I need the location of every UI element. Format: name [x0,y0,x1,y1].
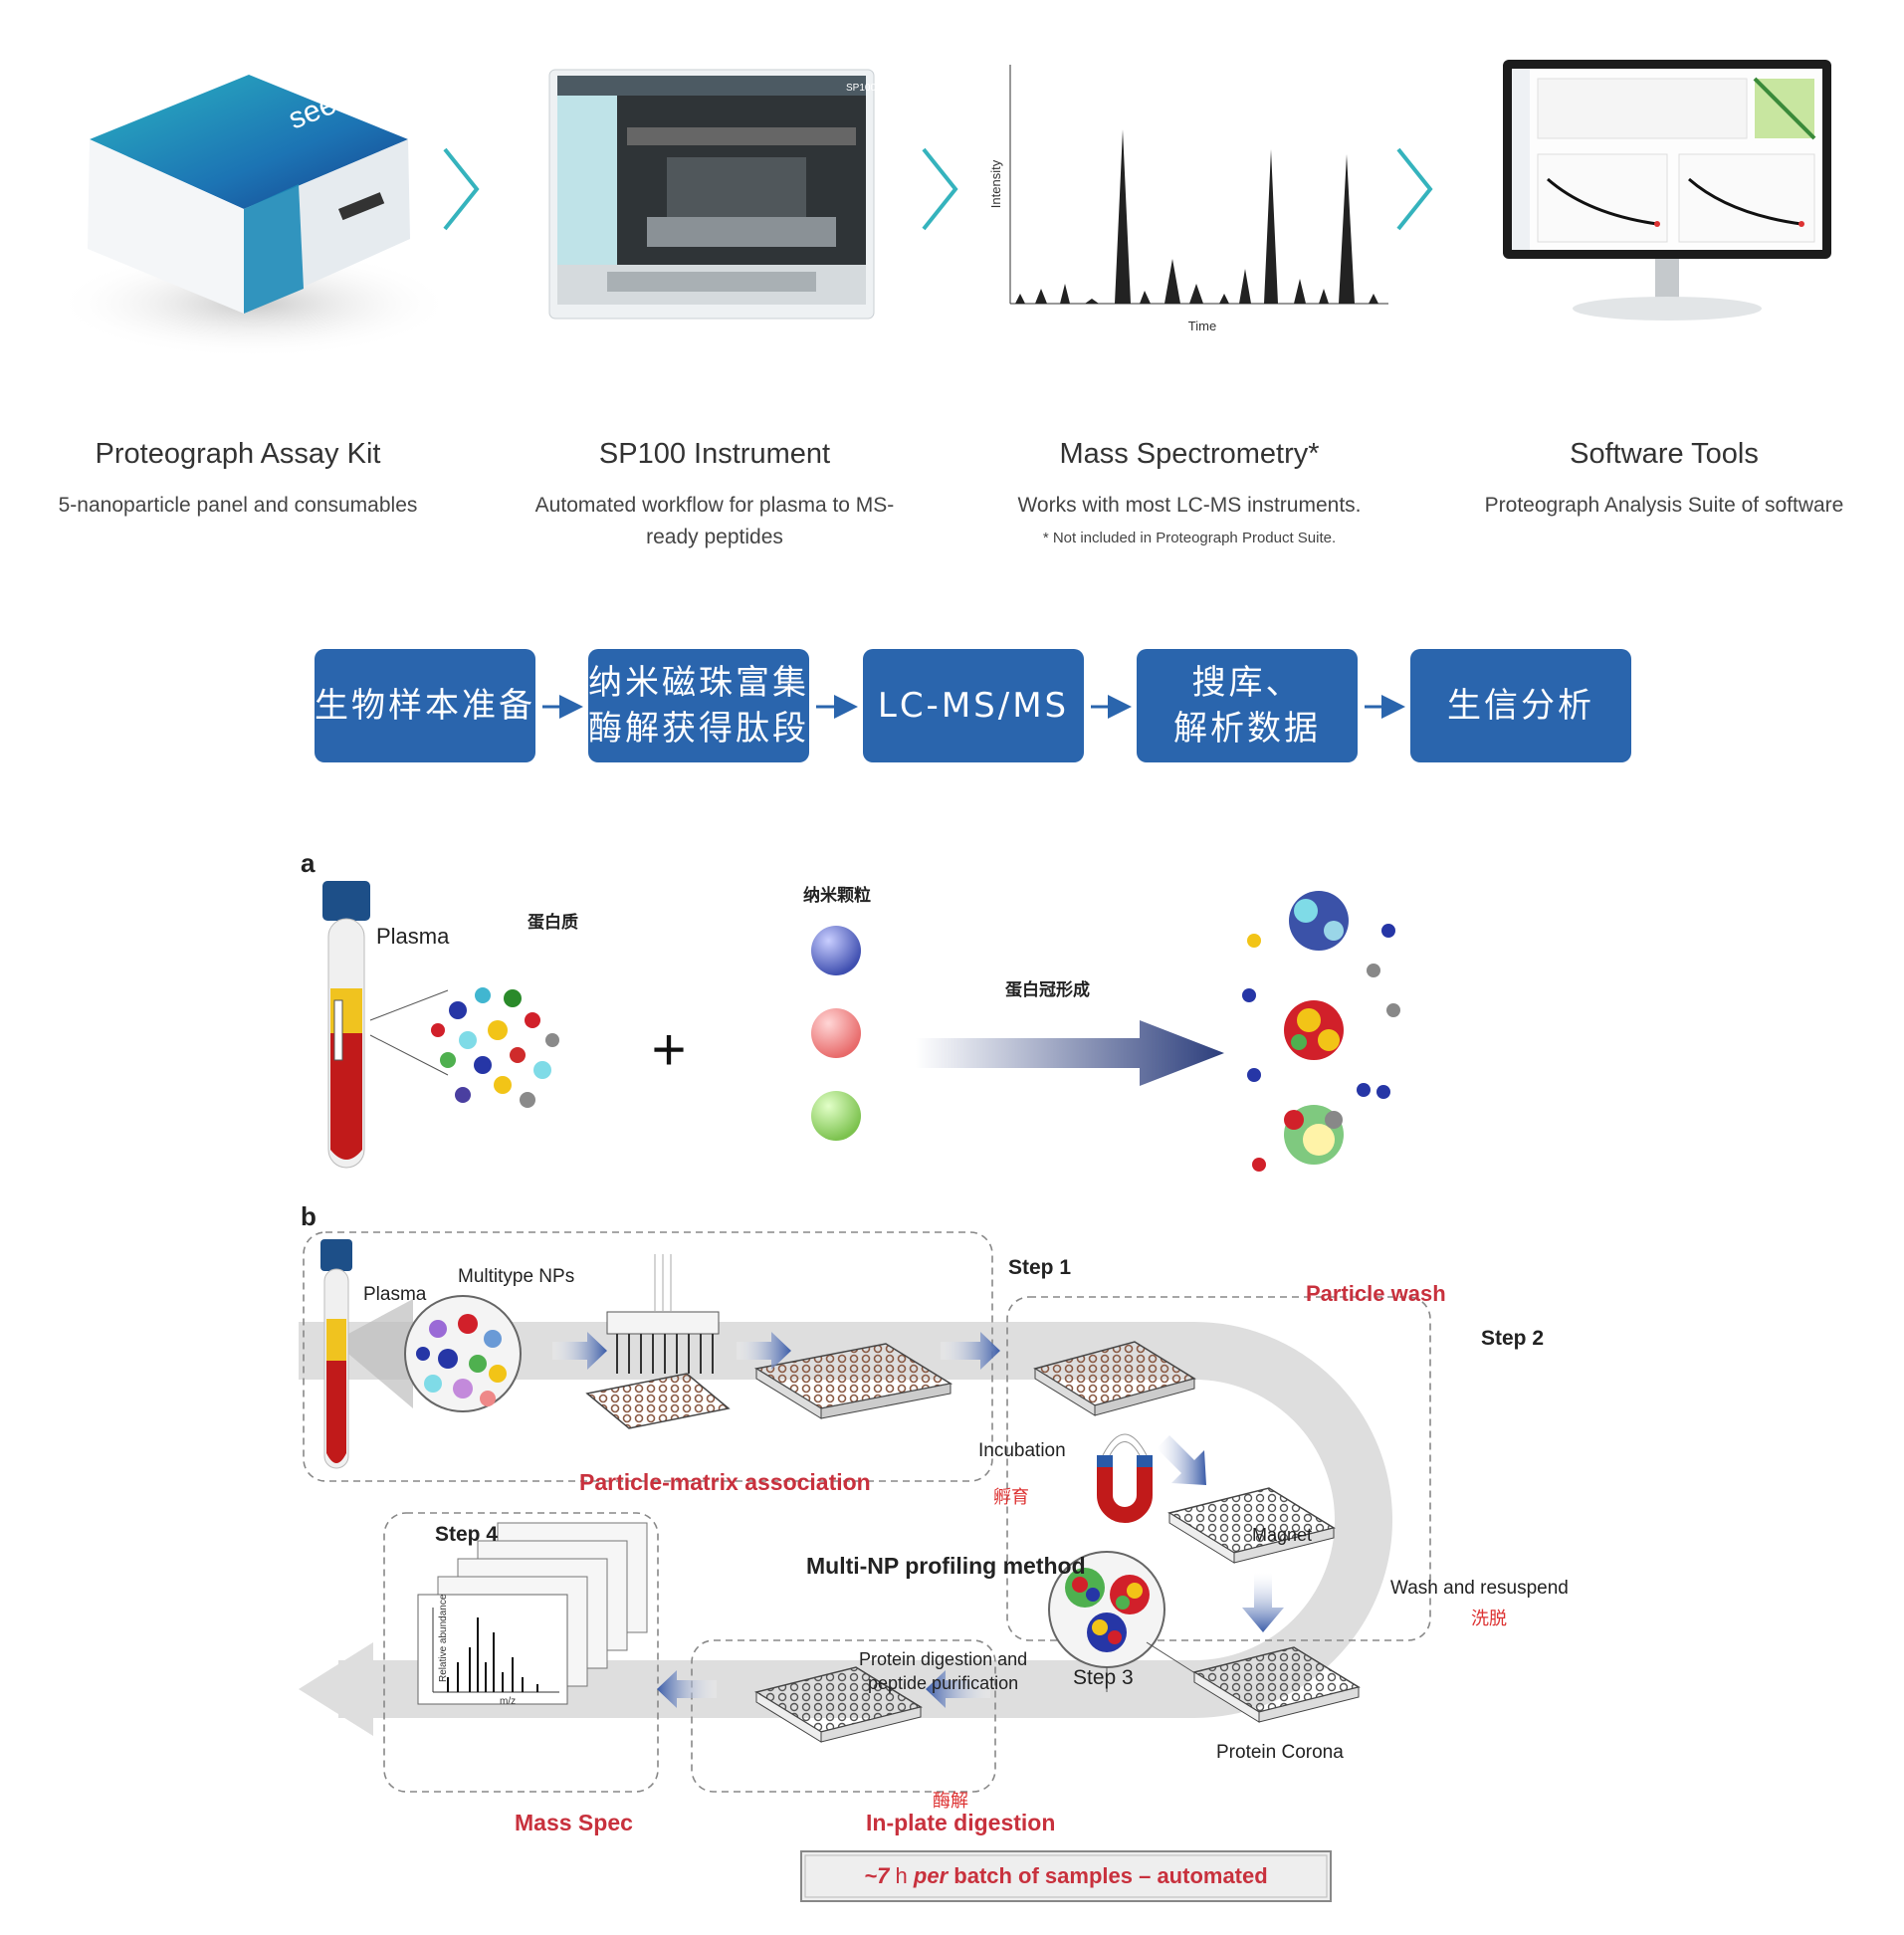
instrument-badge: SP100 [846,83,876,94]
digestion-label-1: Protein digestion and [859,1649,1028,1669]
flow-step-database: 搜库、 解析数据 [1137,649,1358,762]
flow-step-lcms: LC-MS/MS [863,649,1084,762]
product-desc-ms: Works with most LC-MS instruments. [1017,494,1362,517]
flow-step-enrichment: 纳米磁珠富集 酶解获得肽段 [588,649,809,762]
flow-step-bioinfo: 生信分析 [1410,649,1631,762]
panel-a-letter: a [301,848,316,878]
mass-spectrum-plot: Intensity Time [988,65,1388,333]
panel-a-graphic: + [322,881,1400,1172]
banner-per: per [913,1863,949,1888]
panel-a-corona-label: 蛋白冠形成 [1005,980,1090,1000]
flow-step-label: 酶解获得肽段 [588,709,809,749]
nanoparticle-blue [811,926,861,975]
chevron-right-icon [1396,147,1433,231]
flow-step-label: 解析数据 [1173,709,1321,749]
product-desc-kit: 5-nanoparticle panel and consumables [58,494,418,517]
panel-a-nanoparticle-label: 纳米颗粒 [803,886,871,906]
step4-label: Step 4 [435,1523,499,1546]
step2-label: Step 2 [1481,1327,1545,1350]
wash-resuspend-label: Wash and resuspend [1390,1578,1569,1599]
incubation-label: Incubation [978,1440,1066,1461]
product-note-ms: * Not included in Proteograph Product Su… [1042,530,1337,546]
product-title-software: Software Tools [1570,438,1759,470]
panel-b-plasma-label: Plasma [363,1284,427,1305]
method-title: Multi-NP profiling method [806,1553,1086,1579]
relative-abundance-label: Relative abundance [438,1594,449,1682]
flow-step-label: 纳米磁珠富集 [588,663,809,703]
nanoparticle-red [811,1008,861,1058]
software-monitor-image [1503,60,1831,321]
ms-ylabel: Intensity [988,159,1003,208]
panel-a-plasma-label: Plasma [376,924,450,949]
in-plate-digestion-label: In-plate digestion [866,1810,1056,1835]
panel-a-protein-label: 蛋白质 [528,913,578,933]
panel-b-letter: b [301,1201,317,1231]
product-desc-instrument-2: ready peptides [646,526,783,548]
chevron-right-icon [443,147,480,231]
step1-label: Step 1 [1008,1256,1072,1279]
banner-rest: batch of samples – automated [953,1863,1268,1888]
particle-wash-label: Particle wash [1306,1281,1446,1306]
ms-xlabel: Time [1188,319,1216,333]
assay-kit-image: seer [55,75,453,358]
flow-step-sample-prep: 生物样本准备 [315,649,535,762]
step3-label: Step 3 [1073,1666,1134,1689]
product-title-kit: Proteograph Assay Kit [95,438,381,470]
digest-cn-label: 酶解 [933,1791,968,1812]
banner-time: ~7 [864,1863,890,1888]
nanoparticle-green [811,1091,861,1141]
banner-h: h [895,1863,908,1888]
mz-label: m/z [500,1696,517,1707]
corona-formation-arrow [916,1020,1224,1086]
product-title-ms: Mass Spectrometry* [1059,438,1320,470]
automation-banner: ~7 h per batch of samples – automated [801,1863,1331,1889]
incubation-cn-label: 孵育 [993,1487,1029,1508]
flow-arrows [542,695,1405,719]
flow-step-label: 生物样本准备 [315,686,535,726]
digestion-label-2: peptide purification [868,1673,1019,1693]
sp100-instrument-image: SP100 [548,69,876,320]
magnet-label: Magnet [1252,1525,1313,1545]
product-desc-software: Proteograph Analysis Suite of software [1484,494,1844,517]
wash-cn-label: 洗脱 [1471,1609,1507,1629]
protein-corona-label: Protein Corona [1216,1742,1344,1763]
product-desc-instrument-1: Automated workflow for plasma to MS- [534,494,895,517]
product-title-instrument: SP100 Instrument [598,438,831,470]
panel-b-graphic [299,1231,1431,1902]
flow-step-label: 搜库、 [1191,663,1303,703]
chevron-right-icon [922,147,958,231]
plus-sign: + [651,1016,686,1083]
particle-matrix-label: Particle-matrix association [579,1469,871,1495]
mass-spec-label: Mass Spec [515,1810,633,1835]
flow-step-label: LC-MS/MS [877,686,1070,726]
multitype-nps-label: Multitype NPs [458,1266,575,1287]
flow-step-label: 生信分析 [1447,686,1594,726]
